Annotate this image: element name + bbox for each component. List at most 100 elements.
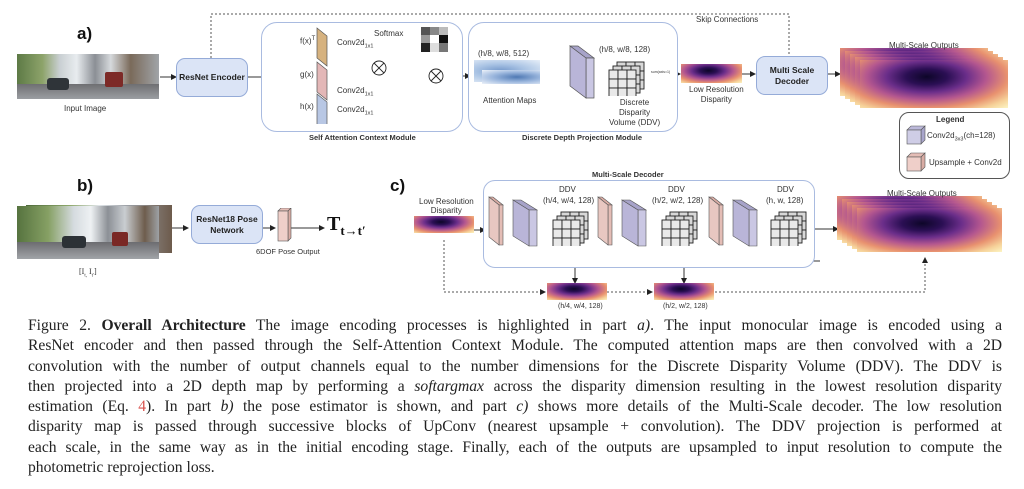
skip-connection-line bbox=[210, 13, 790, 62]
multi-scale-decoder-title: Multi-Scale Decoder bbox=[592, 170, 664, 179]
caption-italic: c) bbox=[516, 398, 529, 416]
conv-block-3 bbox=[731, 199, 759, 247]
multi-scale-outputs-c bbox=[837, 196, 1017, 258]
disparity-map-h4 bbox=[547, 283, 607, 300]
conv-h-layer bbox=[316, 93, 328, 124]
sa-conv-layers bbox=[316, 27, 328, 124]
caption-line: estimation (Eq. 4). In part b) the pose … bbox=[28, 397, 1002, 417]
f-x-label: f(x)T bbox=[300, 36, 316, 46]
multi-scale-decoder-block: Multi Scale Decoder bbox=[756, 56, 828, 95]
caption-text: then projected into a 2D depth map by pe… bbox=[28, 377, 415, 395]
ddv-cube-c3 bbox=[770, 211, 807, 246]
caption-text: each scale, in the same way as in the in… bbox=[28, 438, 1002, 456]
conv-h-label: Conv2d1x1 bbox=[337, 105, 374, 117]
input-image bbox=[17, 54, 159, 99]
low-res-disparity-label-a: Low Resolution Disparity bbox=[689, 85, 744, 104]
caption-text: shows more details of the Multi-Scale de… bbox=[528, 398, 1002, 416]
caption-line: convolution with the number of output ch… bbox=[28, 357, 1002, 377]
ddv-scale-1: (h/4, w/4, 128) bbox=[543, 196, 595, 205]
caption-line: ResNet encoder and then passed through t… bbox=[28, 336, 1002, 356]
figure-caption: Figure 2. Overall Architecture The image… bbox=[28, 316, 1002, 478]
caption-line: Figure 2. Overall Architecture The image… bbox=[28, 316, 1002, 336]
caption-text: ). In part bbox=[146, 398, 221, 416]
caption-text: the pose estimator is shown, and part bbox=[233, 398, 517, 416]
legend-conv-icon bbox=[906, 125, 926, 145]
conv-block-1 bbox=[511, 199, 539, 247]
image-pair-label: [It, It'] bbox=[79, 267, 97, 279]
conv-block-2 bbox=[620, 199, 648, 247]
pose-network-block: ResNet18 Pose Network bbox=[191, 205, 263, 244]
ddv-scale-2: (h/2, w/2, 128) bbox=[652, 196, 704, 205]
multi-scale-outputs-label-a: Multi-Scale Outputs bbox=[889, 41, 959, 50]
caption-italic: a) bbox=[637, 317, 651, 334]
multi-scale-outputs-label-c: Multi-Scale Outputs bbox=[887, 189, 957, 198]
disparity-map-h4-label: (h/4, w/4, 128) bbox=[558, 303, 603, 310]
legend-conv-label: Conv2d3x3(ch=128) bbox=[927, 131, 996, 143]
ddp-conv-block bbox=[568, 45, 596, 99]
equation-reference-link[interactable]: 4 bbox=[138, 398, 146, 416]
attention-maps-label: Attention Maps bbox=[483, 96, 537, 105]
part-b-label: b) bbox=[77, 176, 94, 195]
sum-axis-label: sum(axis=1) bbox=[651, 70, 671, 74]
multiply-ops bbox=[371, 60, 444, 84]
legend-upsample-icon bbox=[906, 152, 926, 172]
legend: Legend Conv2d3x3(ch=128) Upsample + Conv… bbox=[899, 112, 1010, 179]
attention-maps-image-back bbox=[482, 70, 540, 84]
caption-line: each scale, in the same way as in the in… bbox=[28, 438, 1002, 458]
caption-text: Figure 2. bbox=[28, 317, 102, 334]
ddv-label-1: DDV bbox=[559, 185, 576, 194]
low-res-disparity-map-c bbox=[414, 216, 474, 233]
disparity-map-h2 bbox=[654, 283, 714, 300]
caption-text: photometric reprojection loss. bbox=[28, 459, 215, 477]
attention-dims-label: (h/8, w/8, 512) bbox=[478, 49, 530, 58]
upsample-conv-block-3 bbox=[708, 196, 724, 246]
multi-scale-outputs-a bbox=[840, 48, 1010, 108]
legend-title: Legend bbox=[936, 115, 965, 124]
caption-text: . The input monocular image is encoded u… bbox=[650, 317, 1002, 334]
conv-g-label: Conv2d1x1 bbox=[337, 86, 374, 98]
ddv-cube-c2 bbox=[661, 211, 698, 246]
transform-label: Tt→t′ bbox=[327, 213, 366, 238]
skip-connections-label: Skip Connections bbox=[696, 15, 759, 24]
caption-line: disparity map is passed through successi… bbox=[28, 417, 1002, 437]
self-attention-title: Self Attention Context Module bbox=[309, 133, 416, 142]
ddv-dims-label: (h/8, w/8, 128) bbox=[599, 45, 651, 54]
caption-text: across the disparity dimension resulting… bbox=[483, 377, 1002, 395]
caption-italic: b) bbox=[220, 398, 234, 416]
upsample-conv-block-2 bbox=[597, 196, 613, 246]
caption-italic: softargmax bbox=[414, 377, 484, 395]
conv-f-label: Conv2d1x1 bbox=[337, 38, 374, 50]
ddv-scale-3: (h, w, 128) bbox=[766, 196, 804, 205]
multiply-icon-2 bbox=[428, 68, 444, 84]
ddv-label: Discrete Disparity Volume (DDV) bbox=[609, 98, 661, 127]
low-res-disparity-map-a bbox=[681, 64, 742, 83]
caption-bold-title: Overall Architecture bbox=[101, 317, 246, 334]
legend-upsample-label: Upsample + Conv2d bbox=[929, 158, 1002, 167]
caption-text: ResNet encoder and then passed through t… bbox=[28, 337, 1002, 355]
caption-line: then projected into a 2D depth map by pe… bbox=[28, 377, 1002, 397]
caption-line: photometric reprojection loss. bbox=[28, 458, 1002, 478]
caption-text: disparity map is passed through successi… bbox=[28, 418, 1002, 436]
pose-output-block bbox=[277, 208, 292, 242]
caption-text: estimation (Eq. bbox=[28, 398, 139, 416]
disparity-map-h2-label: (h/2, w/2, 128) bbox=[663, 303, 708, 310]
attention-matrix-icon bbox=[421, 27, 448, 52]
ddp-module-title: Discrete Depth Projection Module bbox=[522, 133, 643, 142]
caption-text: The image encoding processes is highligh… bbox=[245, 317, 638, 334]
multi-scale-decoder-module bbox=[483, 180, 815, 268]
upsample-conv-block-1 bbox=[488, 196, 504, 246]
pose-output-label: 6DOF Pose Output bbox=[256, 247, 320, 256]
input-image-label: Input Image bbox=[64, 104, 107, 113]
ddv-cube-a bbox=[608, 61, 645, 96]
ddv-cube-c1 bbox=[552, 211, 589, 246]
figure: a) b) c) bbox=[17, 13, 1017, 310]
part-c-label: c) bbox=[390, 176, 406, 195]
h-x-label: h(x) bbox=[300, 102, 314, 111]
conv-f-layer bbox=[316, 27, 328, 67]
resnet-encoder-label: ResNet Encoder bbox=[179, 72, 245, 82]
conv-g-layer bbox=[316, 61, 328, 101]
low-res-disparity-label-c: Low Resolution Disparity bbox=[419, 197, 474, 215]
caption-text: convolution with the number of output ch… bbox=[28, 357, 1002, 375]
softmax-label: Softmax bbox=[374, 29, 404, 38]
part-a-label: a) bbox=[77, 24, 93, 43]
